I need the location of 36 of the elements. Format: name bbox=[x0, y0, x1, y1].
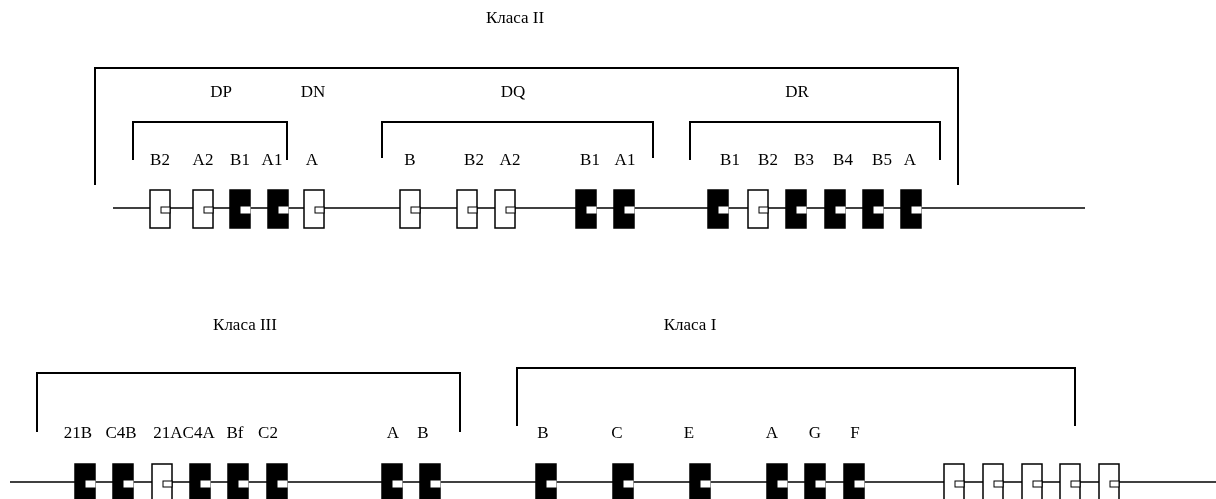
gene-label: C4B bbox=[105, 423, 137, 443]
class-heading: Класа II bbox=[485, 8, 545, 28]
gene-label: B2 bbox=[464, 150, 484, 170]
gene-label: C bbox=[611, 423, 623, 443]
gene-label: 21AC4A bbox=[153, 423, 215, 443]
gene-label: B bbox=[417, 423, 429, 443]
gene-label: B2 bbox=[758, 150, 778, 170]
gene-label: E bbox=[683, 423, 695, 443]
gene-label: B4 bbox=[833, 150, 853, 170]
gene-label: A1 bbox=[614, 150, 636, 170]
gene-label: A bbox=[903, 150, 917, 170]
gene-label: B1 bbox=[720, 150, 740, 170]
gene-label: B5 bbox=[872, 150, 892, 170]
gene-label: B3 bbox=[794, 150, 814, 170]
gene-family-label: DN bbox=[300, 82, 326, 102]
gene-label: B bbox=[404, 150, 416, 170]
gene-label: A1 bbox=[261, 150, 283, 170]
gene-label: Bf bbox=[226, 423, 244, 443]
class-heading: Класа I bbox=[663, 315, 717, 335]
gene-label: B1 bbox=[230, 150, 250, 170]
gene-label: B bbox=[537, 423, 549, 443]
gene-label: F bbox=[850, 423, 860, 443]
class-heading: Класа III bbox=[213, 315, 277, 335]
gene-label: G bbox=[808, 423, 822, 443]
gene-label: A2 bbox=[192, 150, 214, 170]
gene-label: B1 bbox=[580, 150, 600, 170]
gene-label: B2 bbox=[150, 150, 170, 170]
gene-family-label: DP bbox=[210, 82, 232, 102]
gene-family-label: DR bbox=[785, 82, 809, 102]
gene-label: C2 bbox=[258, 423, 278, 443]
gene-label: A2 bbox=[499, 150, 521, 170]
gene-label: A bbox=[386, 423, 400, 443]
gene-label: A bbox=[305, 150, 319, 170]
gene-family-label: DQ bbox=[500, 82, 526, 102]
gene-label: 21B bbox=[63, 423, 93, 443]
gene-label: A bbox=[765, 423, 779, 443]
